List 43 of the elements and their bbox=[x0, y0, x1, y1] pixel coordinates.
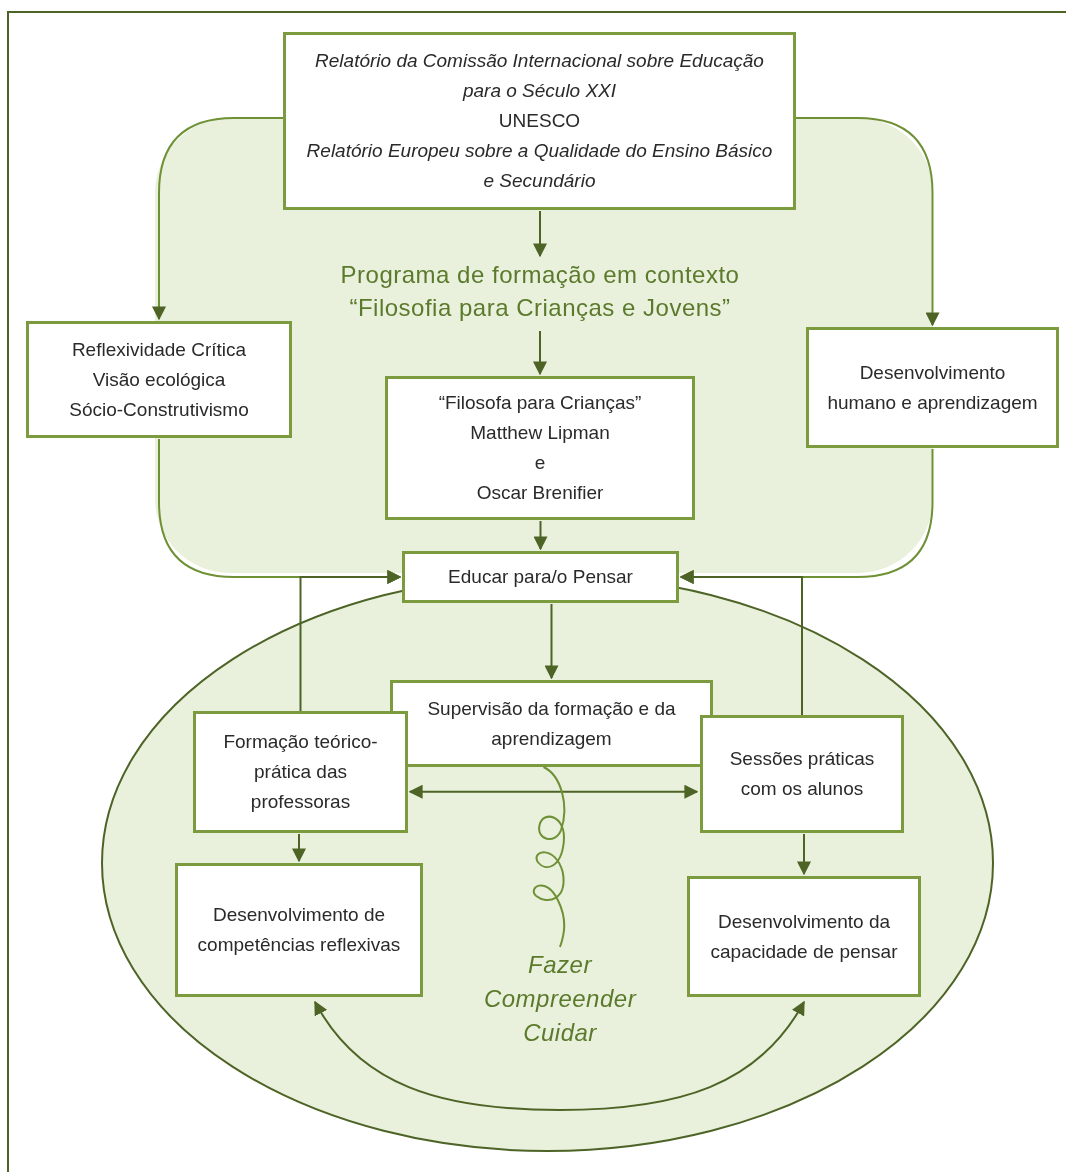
arrow bbox=[152, 117, 284, 321]
arrow bbox=[533, 210, 547, 258]
arrow bbox=[544, 603, 559, 680]
box-text: Matthew Lipman bbox=[470, 421, 610, 445]
arrow bbox=[292, 833, 306, 863]
note-text: Cuidar bbox=[523, 1018, 597, 1048]
box-text: “Filosofa para Crianças” bbox=[438, 391, 642, 415]
box-text: Oscar Brenifier bbox=[476, 481, 604, 505]
text-box bbox=[175, 863, 423, 997]
arrow bbox=[795, 117, 940, 327]
box-text: Relatório da Comissão Internacional sobre Educação para o Século XXI bbox=[314, 49, 765, 103]
text-box bbox=[26, 321, 292, 438]
box-text: Supervisão da formação e da aprendizagem bbox=[426, 696, 677, 751]
box-text: UNESCO bbox=[498, 109, 581, 133]
box-text: Formação teórico-prática das professoras bbox=[222, 730, 379, 814]
arrow bbox=[533, 520, 548, 551]
arrow bbox=[299, 570, 402, 712]
arrow bbox=[533, 330, 547, 376]
box-text: Sessões práticas com os alunos bbox=[728, 747, 876, 801]
text-box bbox=[283, 32, 796, 210]
note-text: Fazer bbox=[528, 950, 592, 980]
text-box bbox=[402, 551, 679, 603]
text-box bbox=[193, 711, 408, 833]
text-box bbox=[385, 376, 695, 520]
arrow bbox=[314, 1000, 805, 1111]
box-text: Desenvolvimento de competências reflexivas bbox=[196, 903, 402, 957]
box-text: Sócio-Construtivismo bbox=[69, 397, 249, 422]
spiral-line bbox=[532, 766, 566, 948]
box-text: Educar para/o Pensar bbox=[448, 565, 633, 589]
box-text: Desenvolvimento da capacidade de pensar bbox=[709, 909, 899, 964]
box-text: Relatório Europeu sobre a Qualidade do Ensino Básico e Secundário bbox=[305, 139, 774, 193]
box-text: Reflexividade Crítica bbox=[71, 337, 247, 362]
note-text: Compreender bbox=[483, 984, 637, 1014]
program-title: Programa de formação em contexto “Filosofia para Crianças e Jovens” bbox=[300, 258, 780, 330]
arrow bbox=[679, 570, 803, 716]
text-box bbox=[700, 715, 904, 833]
box-text: e bbox=[534, 451, 546, 475]
arrow bbox=[408, 784, 699, 799]
box-text: Visão ecológica bbox=[92, 367, 226, 392]
box-text: Desenvolvimento humano e aprendizagem bbox=[826, 360, 1039, 415]
arrow bbox=[797, 833, 811, 876]
text-box bbox=[687, 876, 921, 997]
text-box bbox=[806, 327, 1059, 448]
